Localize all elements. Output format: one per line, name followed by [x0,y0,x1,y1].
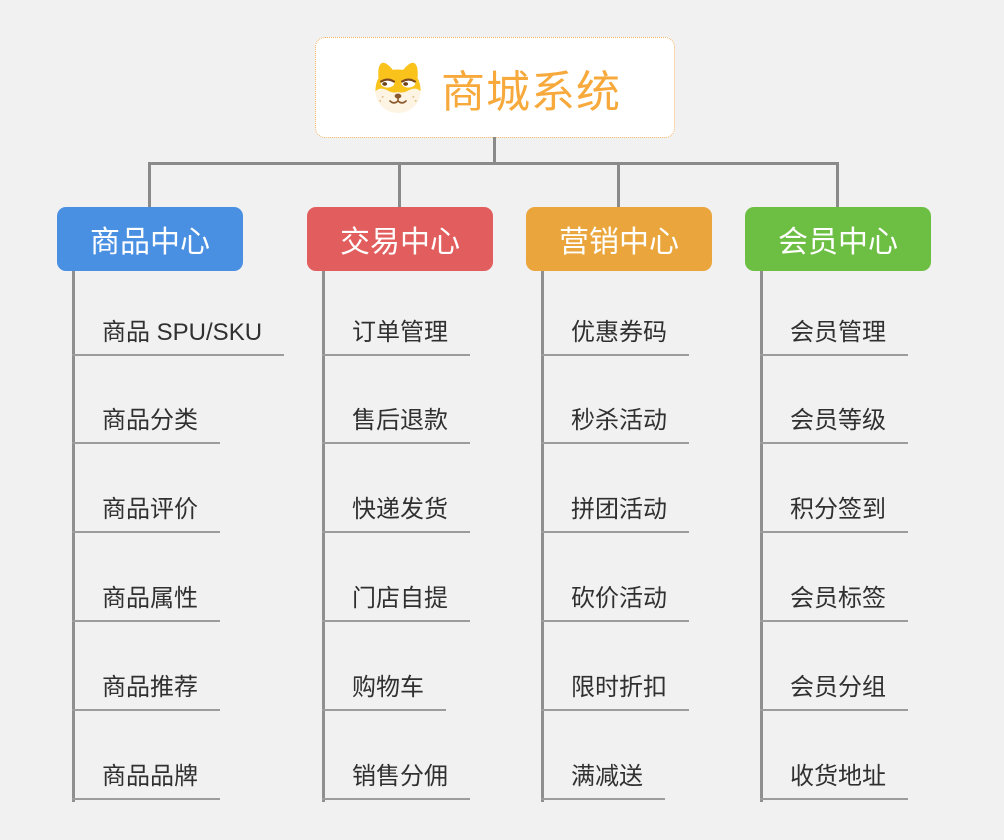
leaf-node[interactable]: 购物车 [322,673,446,711]
root-title: 商城系统 [441,67,621,117]
leaf-node[interactable]: 积分签到 [760,495,908,533]
leaf-node[interactable]: 快递发货 [322,495,470,533]
leaf-node[interactable]: 商品 SPU/SKU [72,318,285,356]
leaf-node[interactable]: 会员等级 [760,406,908,444]
connector-root-stub [493,137,496,163]
shiba-dog-icon [375,62,421,113]
leaf-node[interactable]: 砍价活动 [541,584,689,622]
leaf-node[interactable]: 商品评价 [72,495,220,533]
connector-stub-branch-1 [148,162,151,207]
branch-spine [760,271,763,802]
leaf-node[interactable]: 售后退款 [322,406,470,444]
branch-product-center: 商品中心 商品 SPU/SKU 商品分类 商品评价 商品属性 商品推荐 商品品牌 [57,207,317,827]
branch-spine [72,271,75,802]
connector-stub-branch-2 [398,162,401,207]
branch-header-marketing-center[interactable]: 营销中心 [526,207,712,271]
leaf-node[interactable]: 门店自提 [322,584,470,622]
root-node[interactable]: 商城系统 [315,37,675,138]
branch-member-center: 会员中心 会员管理 会员等级 积分签到 会员标签 会员分组 收货地址 [745,207,1004,827]
leaf-node[interactable]: 商品属性 [72,584,220,622]
leaf-node[interactable]: 拼团活动 [541,495,689,533]
branch-header-trade-center[interactable]: 交易中心 [307,207,493,271]
leaf-node[interactable]: 限时折扣 [541,673,689,711]
leaf-node[interactable]: 订单管理 [322,318,470,356]
leaf-node[interactable]: 秒杀活动 [541,406,689,444]
leaf-node[interactable]: 收货地址 [760,762,908,800]
connector-stub-branch-4 [836,162,839,207]
leaf-node[interactable]: 优惠券码 [541,318,689,356]
leaf-node[interactable]: 商品推荐 [72,673,220,711]
connector-stub-branch-3 [617,162,620,207]
leaf-node[interactable]: 会员分组 [760,673,908,711]
leaf-node[interactable]: 满减送 [541,762,665,800]
leaf-node[interactable]: 商品分类 [72,406,220,444]
branch-spine [541,271,544,802]
leaf-node[interactable]: 销售分佣 [322,762,470,800]
branch-marketing-center: 营销中心 优惠券码 秒杀活动 拼团活动 砍价活动 限时折扣 满减送 [526,207,786,827]
leaf-node[interactable]: 会员标签 [760,584,908,622]
leaf-node[interactable]: 会员管理 [760,318,908,356]
leaf-node[interactable]: 商品品牌 [72,762,220,800]
branch-header-member-center[interactable]: 会员中心 [745,207,931,271]
connector-rail [148,162,839,165]
branch-spine [322,271,325,802]
branch-trade-center: 交易中心 订单管理 售后退款 快递发货 门店自提 购物车 销售分佣 [307,207,567,827]
branch-header-product-center[interactable]: 商品中心 [57,207,243,271]
